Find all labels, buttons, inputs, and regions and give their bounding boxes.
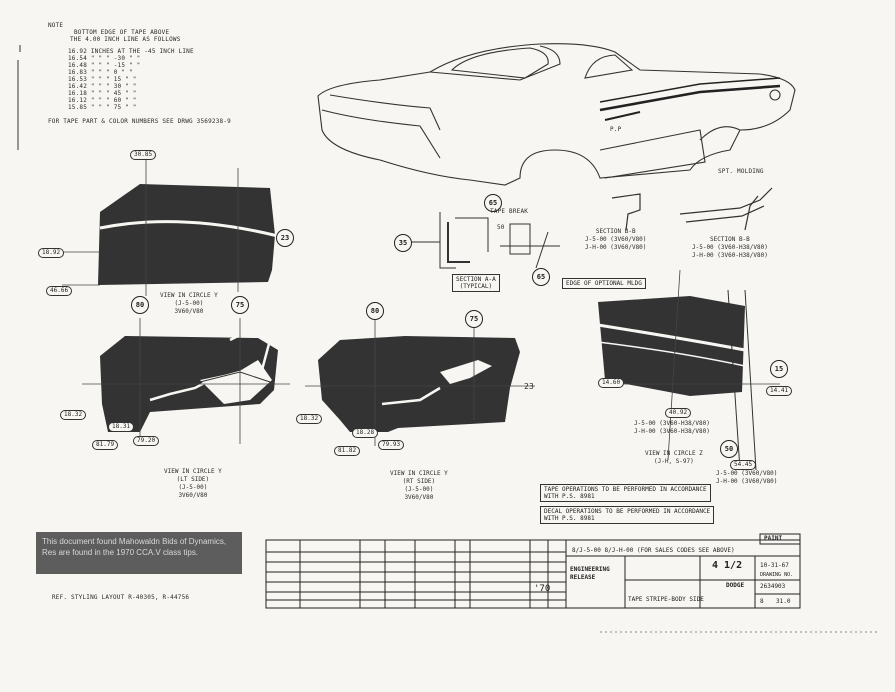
z-left-caption: J-5-00 (3V60-H38/V80)J-H-00 (3V60-H38/V8… [634,420,710,435]
engineering-label: ENGINEERING [570,566,610,573]
stripe-view-rt [305,318,535,446]
source-note-line-1: This document found Mahowaldn Bids of Dy… [42,537,227,546]
tape-break-label: TAPE BREAK [490,208,529,215]
view-y-top-caption: VIEW IN CIRCLE Y(J-5-00)3V60/V80 [160,292,218,315]
sheet-no: 8 [760,598,764,605]
release-label: RELEASE [570,574,596,581]
callout-18-28: 18.28 [352,428,379,438]
note-row: 15.85 " " " 75 " " [68,104,137,111]
note-row: 16.42 " " " 30 " " [68,83,137,90]
reference-layout: REF. STYLING LAYOUT R-40305, R-44756 [52,594,190,601]
note-row: 16.53 " " " 15 " " [68,76,137,83]
callout-18-32-a: 18.32 [60,410,87,420]
callout-30-85: 30.85 [130,150,157,160]
note-footer: FOR TAPE PART & COLOR NUMBERS SEE DRWG 3… [48,118,231,125]
callout-80-a: 80 [131,296,149,314]
callout-14-60: 14.60 [598,378,625,388]
drawing-title: TAPE STRIPE-BODY SIDE [628,596,704,603]
dim-50: 50 [497,224,505,231]
note-line-1: BOTTOM EDGE OF TAPE ABOVE [74,29,170,36]
note-row: 16.48 " " " -15 " " [68,62,141,69]
callout-23-b: 23 [524,382,535,391]
stripe-view-z [597,269,780,471]
callout-46-66: 46.66 [46,286,73,296]
note-header: NOTE [48,22,64,29]
decal-ops-note: DECAL OPERATIONS TO BE PERFORMED IN ACCO… [540,506,715,524]
tape-ops-note: TAPE OPERATIONS TO BE PERFORMED IN ACCOR… [540,484,711,502]
sales-codes: 8/J-5-00 8/J-H-00 (FOR SALES CODES SEE A… [572,547,735,554]
callout-65-b: 65 [532,268,550,286]
callout-35: 35 [394,234,412,252]
view-z-caption: VIEW IN CIRCLE Z(J-H, S-97) [645,450,703,465]
callout-81-82: 81.82 [334,446,361,456]
note-line-2: THE 4.00 INCH LINE AS FOLLOWS [70,36,181,43]
callout-75-b: 75 [465,310,483,328]
source-note-line-2: Res are found in the 1970 CCA.V class ti… [42,548,199,557]
callout-50-b: 50 [720,440,738,458]
callout-18-32-b: 18.32 [296,414,323,424]
note-row: 16.54 " " " -30 " " [68,55,141,62]
note-row: 16.83 " " " 0 " " [68,69,133,76]
callout-18-92: 18.92 [38,248,65,258]
paint-label: PAINT [764,535,783,542]
brand-mark: DODGE [726,582,745,589]
callout-79-20: 79.20 [133,436,160,446]
callout-18-31: 18.31 [108,422,135,432]
note-row: 16.12 " " " 60 " " [68,97,137,104]
edge-optional-label: EDGE OF OPTIONAL MLDG [562,278,646,289]
callout-81-79: 81.79 [92,440,119,450]
document-source-note: This document found Mahowaldn Bids of Dy… [36,532,242,574]
drawing-no-label: DRAWING NO. [760,572,794,578]
car-outline [317,43,796,186]
view-y-rt-caption: VIEW IN CIRCLE Y(RT SIDE)(J-5-00)3V60/V8… [390,470,448,501]
model-year: '70 [534,584,551,594]
stripe-view-lt [82,318,290,446]
sheet-total: 31.0 [776,598,791,605]
scale-value: 4 1/2 [712,560,743,571]
callout-15: 15 [770,360,788,378]
note-row: 16.18 " " " 45 " " [68,90,137,97]
callout-75-a: 75 [231,296,249,314]
stripe-view-top [60,160,279,296]
callout-79-93: 79.93 [378,440,405,450]
spt-molding-label: SPT. MOLDING [718,168,764,175]
callout-80-b: 80 [366,302,384,320]
note-row: 16.92 INCHES AT THE -45 INCH LINE [68,48,194,55]
section-a-a-art [394,212,560,269]
pp-label: P.P [610,126,622,133]
callout-23: 23 [276,229,294,247]
callout-54-45: 54.45 [730,460,757,470]
date-value: 10-31-67 [760,562,789,569]
view-y-lt-caption: VIEW IN CIRCLE Y(LT SIDE)(J-5-00)3V60/V8… [164,468,222,499]
section-b-b-art [611,187,773,231]
section-a-label: SECTION A-A(TYPICAL) [452,274,500,292]
drawing-no: 2634903 [760,583,786,590]
title-block-grid [265,533,801,609]
callout-40-92: 40.92 [665,408,692,418]
callout-14-41: 14.41 [766,386,793,396]
z-right-caption: J-5-00 (3V60/V80)J-H-00 (3V60/V80) [716,470,778,485]
callout-65: 65 [484,194,502,212]
